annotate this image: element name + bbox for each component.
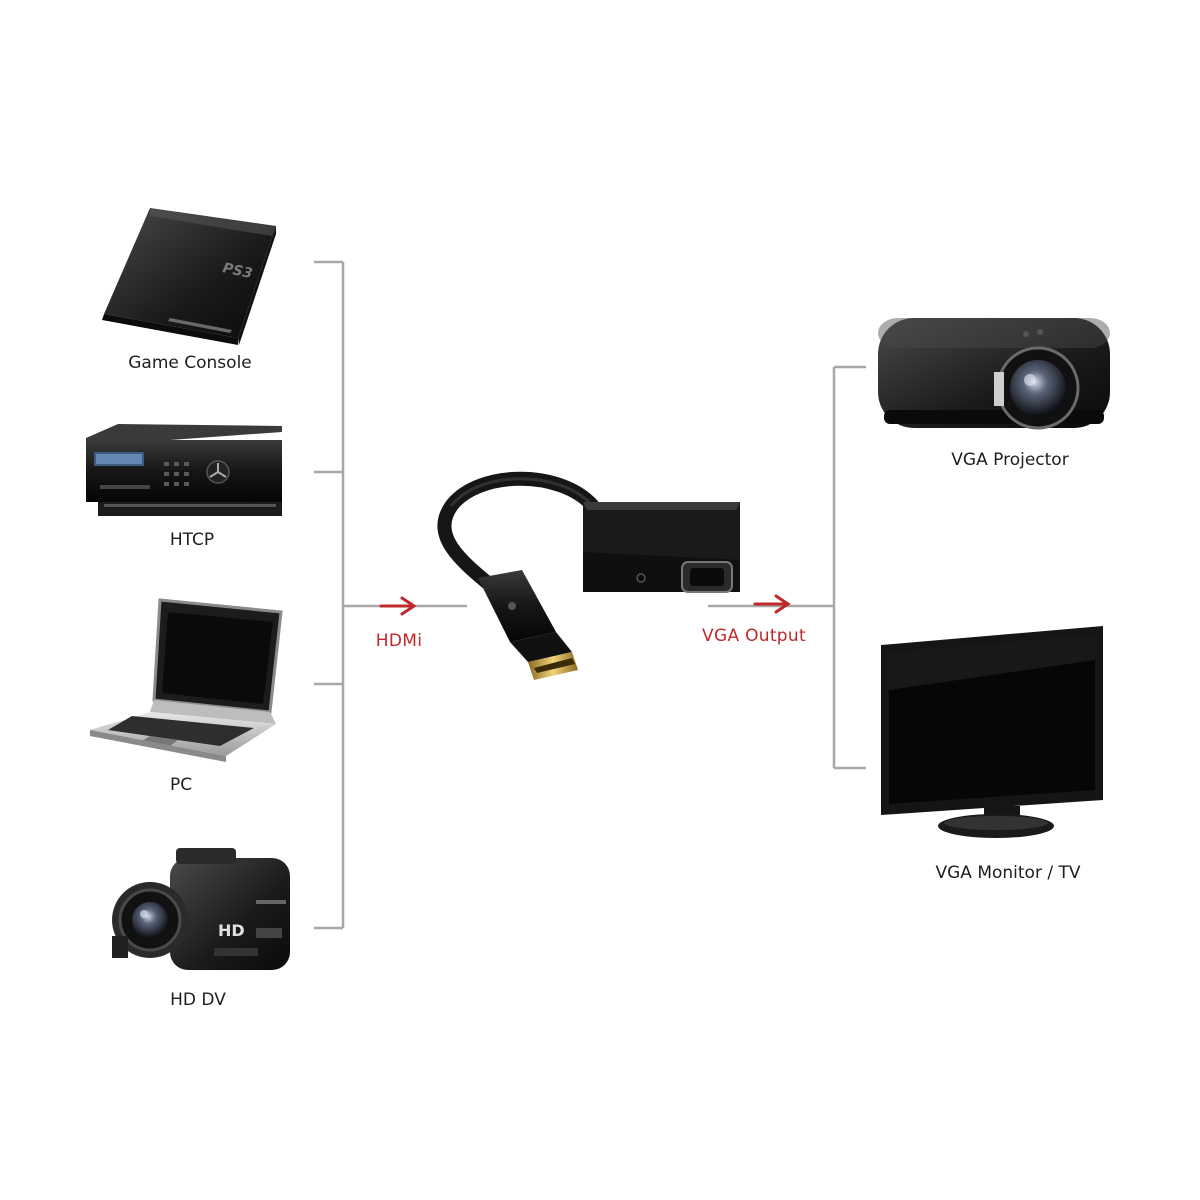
hdmi-to-vga-adapter-icon (437, 471, 740, 680)
source-label-pc: PC (169, 775, 193, 795)
source-label-hd-dv: HD DV (170, 990, 226, 1010)
source-label-game-console: Game Console (128, 353, 252, 373)
output-label-projector: VGA Projector (951, 450, 1069, 470)
projector-icon (878, 318, 1110, 430)
output-label-vga: VGA Output (702, 626, 806, 646)
input-arrow-icon (379, 596, 417, 616)
input-label-hdmi: HDMi (375, 631, 423, 651)
game-console-icon: PS3 (102, 208, 276, 345)
output-label-monitor: VGA Monitor / TV (935, 863, 1081, 883)
laptop-icon (90, 598, 283, 762)
camcorder-badge: HD (218, 921, 245, 940)
console-logo: PS3 (221, 260, 254, 282)
output-bracket (708, 365, 866, 770)
output-arrow-icon (753, 594, 791, 614)
input-bracket (314, 260, 467, 930)
monitor-icon (881, 626, 1103, 838)
htpc-icon (86, 424, 282, 516)
camcorder-icon: HD (112, 848, 290, 970)
source-label-htcp: HTCP (169, 530, 215, 550)
